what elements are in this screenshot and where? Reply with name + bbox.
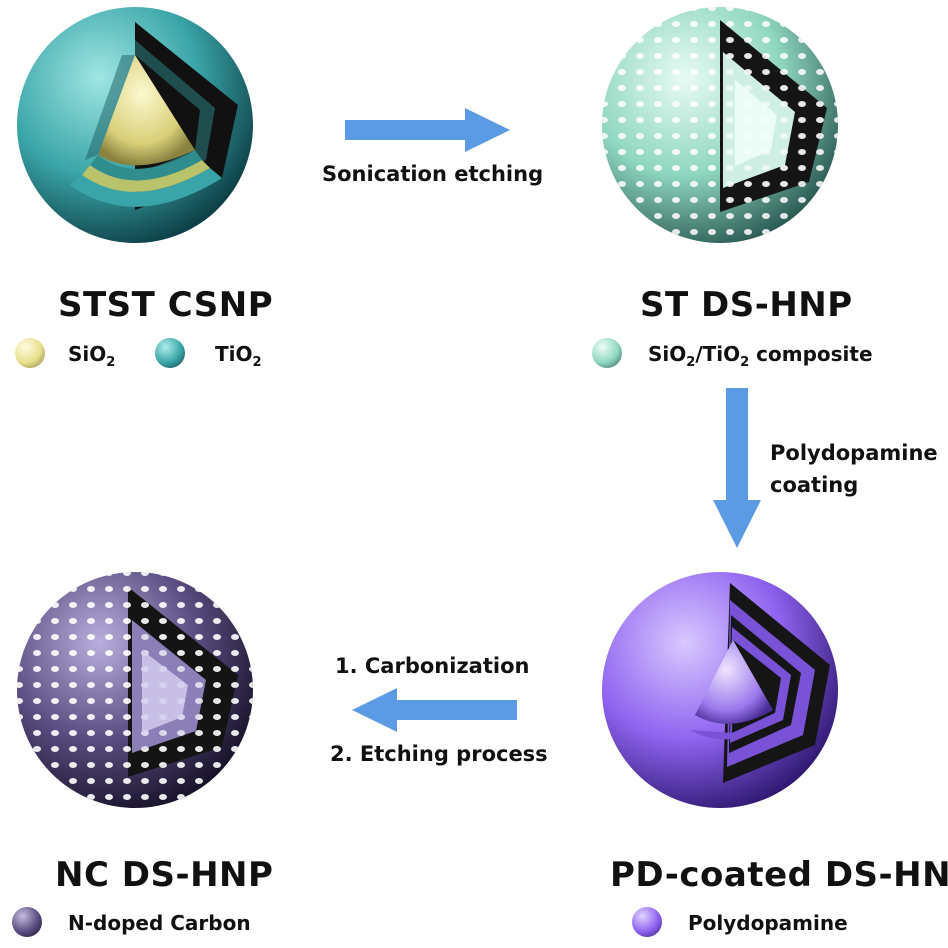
sio2-legend-swatch xyxy=(15,338,45,368)
tio2-legend-swatch xyxy=(155,338,185,368)
left-arrow-icon xyxy=(352,688,517,732)
carbon-legend-swatch xyxy=(12,907,42,937)
composite-legend-swatch xyxy=(592,338,622,368)
st-ds-hnp-sphere xyxy=(602,7,838,243)
stst-csnp-title: STST CSNP xyxy=(58,285,274,325)
polydopamine-coating-label-line2: coating xyxy=(770,473,859,497)
sio2-legend-label: SiO2 xyxy=(68,342,116,370)
stst-csnp-sphere xyxy=(17,7,253,243)
polydopamine-legend-label: Polydopamine xyxy=(688,911,848,935)
right-arrow-icon xyxy=(345,108,510,152)
pd-coated-ds-hnp-sphere xyxy=(602,572,838,808)
down-arrow-icon xyxy=(713,388,761,548)
tio2-legend-label: TiO2 xyxy=(215,342,262,370)
pd-coated-ds-hnp-title: PD-coated DS-HNP xyxy=(610,855,948,895)
nc-ds-hnp-sphere xyxy=(17,572,253,808)
carbonization-label: 1. Carbonization xyxy=(335,654,530,678)
nc-ds-hnp-title: NC DS-HNP xyxy=(55,855,274,895)
carbon-legend-label: N-doped Carbon xyxy=(68,911,251,935)
polydopamine-coating-label-line1: Polydopamine xyxy=(770,441,938,465)
sonication-etching-label: Sonication etching xyxy=(322,162,544,186)
st-ds-hnp-title: ST DS-HNP xyxy=(640,285,853,325)
polydopamine-legend-swatch xyxy=(632,907,662,937)
etching-process-label: 2. Etching process xyxy=(330,742,548,766)
composite-legend-label: SiO2/TiO2 composite xyxy=(648,342,873,370)
